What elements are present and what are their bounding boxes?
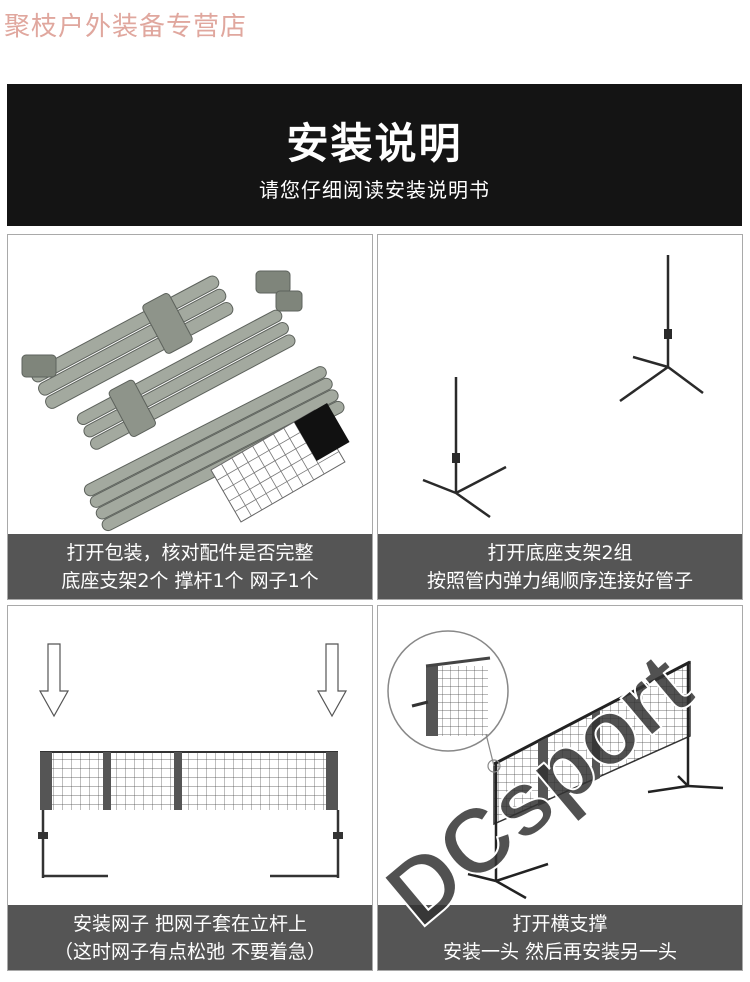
step-1-line-2: 底座支架2个 撑杆1个 网子1个 [61, 570, 319, 592]
step-2-line-1: 打开底座支架2组 [487, 542, 633, 564]
step-2-line-2: 按照管内弹力绳顺序连接好管子 [426, 570, 693, 592]
stands-illustration [422, 255, 704, 519]
step-2-caption: 打开底座支架2组 按照管内弹力绳顺序连接好管子 [378, 534, 742, 599]
step-2-panel: 打开底座支架2组 按照管内弹力绳顺序连接好管子 [377, 234, 743, 600]
step-4-line-1: 打开横支撑 [512, 913, 608, 935]
step-1-panel: 打开包装，核对配件是否完整 底座支架2个 撑杆1个 网子1个 [7, 234, 373, 600]
banner-title: 安装说明 [286, 119, 463, 168]
step-4-panel: 打开横支撑 安装一头 然后再安装另一头 [377, 605, 743, 971]
banner-subtitle: 请您仔细阅读安装说明书 [259, 178, 490, 202]
store-name: 聚枝户外装备专营店 [4, 12, 248, 42]
header-banner: 安装说明 请您仔细阅读安装说明书 [7, 84, 742, 226]
step-3-caption: 安装网子 把网子套在立杆上 （这时网子有点松弛 不要着急） [8, 905, 372, 970]
step-3-line-2: （这时网子有点松弛 不要着急） [53, 941, 327, 963]
step-3-panel: 安装网子 把网子套在立杆上 （这时网子有点松弛 不要着急） [7, 605, 373, 971]
step-1-line-1: 打开包装，核对配件是否完整 [66, 542, 314, 564]
step-4-line-2: 安装一头 然后再安装另一头 [442, 941, 678, 963]
crossbar-illustration [387, 630, 724, 900]
step-4-caption: 打开横支撑 安装一头 然后再安装另一头 [378, 905, 742, 970]
parts-illustration [21, 270, 350, 532]
step-1-caption: 打开包装，核对配件是否完整 底座支架2个 撑杆1个 网子1个 [8, 534, 372, 599]
net-install-illustration [38, 643, 348, 878]
step-3-line-1: 安装网子 把网子套在立杆上 [72, 913, 308, 935]
